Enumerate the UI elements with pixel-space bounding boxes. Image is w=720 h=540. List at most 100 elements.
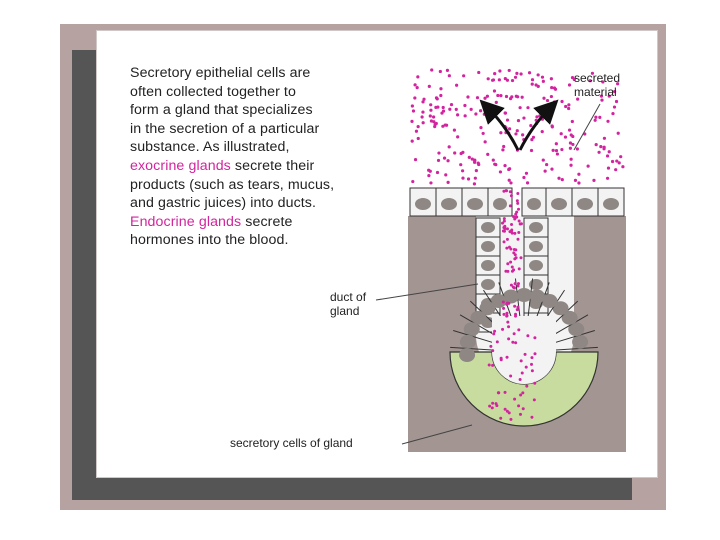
secretion-dot (479, 125, 483, 130)
secretion-dot (575, 147, 579, 151)
secretion-dot (526, 106, 530, 110)
secretion-dot (463, 103, 467, 108)
secretion-dot (499, 131, 503, 135)
secretion-dot (551, 148, 555, 152)
secretion-dot (429, 119, 434, 123)
leader-line-secreted (573, 103, 601, 151)
secretion-dot (598, 115, 602, 119)
description-paragraph: Secretory epithelial cells are often col… (130, 64, 390, 250)
cell-nucleus (529, 222, 543, 233)
secretion-dot (509, 283, 513, 287)
secretion-dot (517, 219, 521, 223)
secretion-dot (441, 109, 446, 113)
cell-nucleus (481, 222, 495, 233)
secretion-dot (429, 181, 433, 185)
label-secretory-cells: secretory cells of gland (230, 436, 353, 450)
secretion-dot (428, 114, 432, 118)
secretory-cell-border (534, 282, 550, 323)
secretion-dot (576, 97, 580, 101)
paragraph-line: exocrine glands secrete their (130, 157, 390, 176)
secretion-dot (513, 304, 517, 308)
secretion-dot (499, 356, 503, 360)
secretion-dot (505, 78, 510, 82)
secretion-dot (621, 165, 625, 169)
secretion-dot (515, 71, 519, 75)
secretion-dot (607, 150, 611, 154)
secretion-dot (510, 265, 514, 269)
secretion-dot (521, 407, 525, 411)
secretion-dot (477, 70, 481, 75)
secretion-dot (482, 112, 486, 116)
secretion-dot (592, 178, 596, 182)
secretion-dot (517, 404, 521, 408)
secretory-cell-border (551, 314, 589, 337)
secretion-dot (530, 78, 535, 82)
secretion-dot (497, 391, 501, 395)
secretion-dot (460, 169, 465, 173)
secretion-dot (413, 158, 418, 162)
secretion-dot (459, 163, 463, 167)
secretion-dot (550, 124, 554, 128)
secretion-dot (567, 103, 571, 107)
secretion-dot (512, 286, 516, 290)
secretion-dot (533, 336, 537, 340)
secretion-dot (516, 119, 521, 123)
secretion-dot (606, 119, 610, 123)
secretion-dot (441, 105, 445, 110)
secretion-dot (554, 142, 558, 146)
secretion-dot (508, 204, 512, 208)
cell-nucleus (552, 301, 569, 316)
secretion-dot (516, 201, 520, 205)
secretion-dot (540, 130, 544, 134)
paragraph-line: in the secretion of a particular (130, 120, 320, 137)
secretion-dot (515, 210, 519, 214)
secretion-dot (495, 404, 499, 408)
cell-nucleus (541, 294, 558, 309)
secretion-dot (501, 327, 505, 331)
secretion-dot (569, 157, 573, 161)
secretion-dot (421, 100, 425, 104)
secretion-dot (427, 173, 431, 178)
secretion-dot (485, 104, 489, 109)
secretion-dot (567, 106, 571, 111)
secretory-cell-border (453, 330, 494, 344)
secretion-dot (548, 113, 552, 117)
secretion-dot (445, 68, 450, 72)
secretion-dot (533, 352, 537, 356)
secretion-dot (461, 176, 465, 180)
secretion-dot (545, 98, 550, 103)
secretion-dot (491, 349, 495, 353)
secretion-dot (505, 355, 509, 359)
secretion-dot (492, 89, 497, 93)
cell-nucleus (529, 289, 546, 304)
secretion-dot (490, 406, 494, 410)
secretion-dot (577, 172, 581, 176)
secretion-dot (456, 135, 460, 139)
cell-nucleus (493, 198, 507, 210)
secretion-dot (560, 99, 564, 104)
secretion-dot (602, 147, 606, 151)
secretion-dot (532, 398, 536, 402)
label-line: material (574, 84, 617, 99)
secretion-dot (506, 227, 510, 231)
secretion-dot (536, 73, 540, 77)
secretion-dot (506, 320, 510, 324)
cell-nucleus (459, 334, 476, 349)
secretion-dot (503, 390, 507, 394)
label-secreted-material: secreted material (574, 71, 620, 99)
secretion-dot (505, 189, 509, 193)
secretion-dot (525, 181, 530, 185)
secretion-dot (571, 142, 575, 147)
secretion-dot (486, 77, 490, 81)
secretion-dot (449, 103, 454, 107)
secretion-dot (503, 77, 507, 81)
secretion-dot (432, 120, 436, 124)
secretion-arrow-left (479, 99, 520, 151)
secretion-dot (516, 305, 520, 309)
secretion-dot (593, 118, 597, 122)
secretion-dot (601, 80, 605, 84)
secretion-dot (586, 164, 590, 168)
secretion-dot (513, 75, 518, 79)
secretion-dot (521, 133, 525, 137)
secretion-dot (509, 417, 513, 421)
